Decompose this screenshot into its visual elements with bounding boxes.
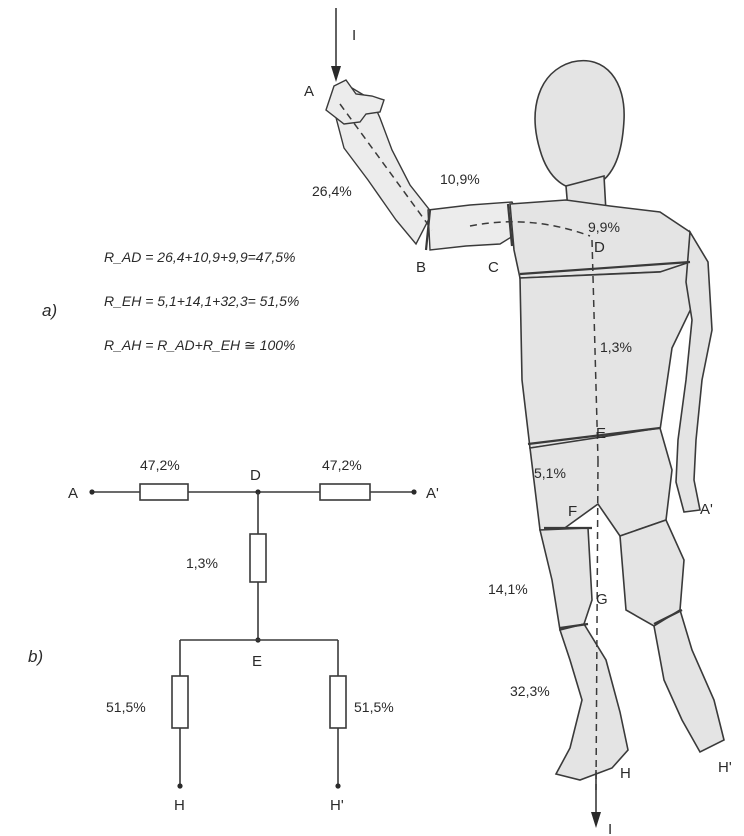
circuit-r-leg-left: 51,5% <box>106 699 146 715</box>
pct-hand-forearm: 26,4% <box>312 183 352 199</box>
formula-r-eh: R_EH = 5,1+14,1+32,3= 51,5% <box>104 293 299 309</box>
point-E: E <box>596 425 606 442</box>
hips <box>530 428 672 536</box>
thigh-right <box>620 520 684 626</box>
point-D: D <box>594 239 605 256</box>
panel-label-b: b) <box>28 647 43 666</box>
terminal-H-prime <box>335 783 340 788</box>
circuit-node-H: H <box>174 797 185 814</box>
pct-thigh-lower: 14,1% <box>488 581 528 597</box>
point-A-prime: A' <box>700 501 713 518</box>
shoulder-chest <box>510 200 700 278</box>
point-H: H <box>620 765 631 782</box>
resistor-right <box>320 484 370 500</box>
current-arrow-bottom-head <box>591 812 601 828</box>
torso <box>520 262 700 448</box>
lower-leg-right <box>654 610 724 752</box>
resistor-leg-right <box>330 676 346 728</box>
circuit-node-E: E <box>252 653 262 670</box>
formula-r-ah: R_AH = R_AD+R_EH ≅ 100% <box>104 337 295 353</box>
point-A: A <box>304 83 314 100</box>
point-F: F <box>568 503 577 520</box>
current-label-top: I <box>352 27 356 44</box>
terminal-A-prime <box>411 489 416 494</box>
circuit-node-H-prime: H' <box>330 797 344 814</box>
circuit-node-A: A <box>68 485 78 502</box>
equivalent-circuit <box>89 484 416 789</box>
terminal-A <box>89 489 94 494</box>
formula-r-ad: R_AD = 26,4+10,9+9,9=47,5% <box>104 249 295 265</box>
point-G: G <box>596 591 608 608</box>
pct-shoulder: 9,9% <box>588 219 620 235</box>
pct-thigh-upper: 5,1% <box>534 465 566 481</box>
point-C: C <box>488 259 499 276</box>
resistor-left <box>140 484 188 500</box>
circuit-r-left: 47,2% <box>140 457 180 473</box>
circuit-r-middle: 1,3% <box>186 555 218 571</box>
circuit-r-right: 47,2% <box>322 457 362 473</box>
resistor-leg-left <box>172 676 188 728</box>
circuit-node-D: D <box>250 467 261 484</box>
pct-lower-leg: 32,3% <box>510 683 550 699</box>
terminal-H <box>177 783 182 788</box>
pct-upper-arm: 10,9% <box>440 171 480 187</box>
point-H-prime: H' <box>718 759 732 776</box>
head <box>535 61 624 190</box>
panel-label-a: a) <box>42 301 57 320</box>
circuit-r-leg-right: 51,5% <box>354 699 394 715</box>
lower-leg-left <box>556 624 628 780</box>
thigh-left <box>540 528 592 630</box>
current-label-bottom: I <box>608 821 612 836</box>
point-B: B <box>416 259 426 276</box>
circuit-node-A-prime: A' <box>426 485 439 502</box>
resistor-middle <box>250 534 266 582</box>
pct-trunk: 1,3% <box>600 339 632 355</box>
current-arrow-top-head <box>331 66 341 82</box>
